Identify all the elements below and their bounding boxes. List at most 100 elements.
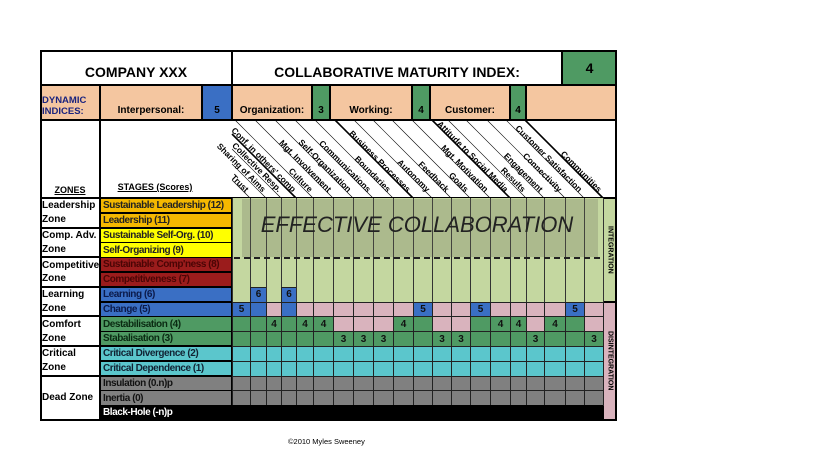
grid-cell <box>490 301 511 318</box>
disintegration-label: DISINTEGRATION <box>603 302 617 420</box>
grid-cell <box>565 331 585 347</box>
grid-cell <box>451 375 471 392</box>
grid-cell <box>470 316 491 333</box>
grid-cell <box>451 257 471 273</box>
score-cell: 4 <box>393 316 414 333</box>
zone-label-line: Zone <box>42 362 66 374</box>
grid-cell <box>510 257 527 273</box>
grid-cell <box>373 301 394 318</box>
grid-cell <box>510 375 527 392</box>
stage-row-label: Competitiveness (7) <box>100 272 232 288</box>
stage-row-label: Insulation (0.n)p <box>100 375 232 391</box>
grid-cell <box>266 301 282 318</box>
grid-cell <box>565 346 585 362</box>
grid-cell <box>232 360 251 377</box>
grid-cell <box>266 286 282 303</box>
grid-cell <box>281 346 297 362</box>
grid-cell <box>296 257 314 273</box>
grid-cell <box>490 346 511 362</box>
stage-row-label: Sustainable Comp'ness (8) <box>100 257 232 273</box>
score-cell: 4 <box>510 316 527 333</box>
grid-cell <box>266 360 282 377</box>
grid-cell <box>544 272 566 288</box>
score-cell: 4 <box>490 316 511 333</box>
grid-cell <box>313 286 334 303</box>
grid-cell <box>393 390 414 407</box>
grid-cell <box>250 375 267 392</box>
criteria-divider <box>231 163 267 199</box>
grid-cell <box>584 286 604 303</box>
grid-cell <box>232 375 251 392</box>
customer-value: 4 <box>510 85 526 120</box>
organization-value: 3 <box>312 85 330 120</box>
grid-cell <box>451 301 471 318</box>
grid-cell <box>232 286 251 303</box>
stage-row-label: Learning (6) <box>100 286 232 303</box>
score-cell: 3 <box>432 331 452 347</box>
stage-row-label: Stabalisation (3) <box>100 331 232 347</box>
grid-cell <box>250 346 267 362</box>
grid-cell <box>470 375 491 392</box>
grid-cell <box>451 390 471 407</box>
grid-cell <box>470 257 491 273</box>
criteria-divider <box>231 133 297 199</box>
zone-label-line: Zone <box>42 332 66 344</box>
grid-cell <box>333 375 354 392</box>
stage-row-label: Black-Hole (-n)p <box>100 405 603 421</box>
grid-cell <box>353 360 374 377</box>
grid-cell <box>526 346 545 362</box>
grid-cell <box>250 331 267 347</box>
grid-cell <box>296 331 314 347</box>
zone-label-line: Learning <box>42 289 85 301</box>
grid-cell <box>544 331 566 347</box>
grid-cell <box>584 257 604 273</box>
grid-cell <box>296 301 314 318</box>
grid-cell <box>313 360 334 377</box>
score-cell: 3 <box>451 331 471 347</box>
grid-cell <box>432 257 452 273</box>
grid-cell <box>584 316 604 333</box>
grid-cell <box>584 242 604 259</box>
grid-cell <box>432 360 452 377</box>
grid-cell <box>544 346 566 362</box>
grid-cell <box>470 390 491 407</box>
grid-cell <box>313 301 334 318</box>
score-cell: 3 <box>584 331 604 347</box>
grid-cell <box>313 257 334 273</box>
grid-cell <box>451 316 471 333</box>
grid-cell <box>353 286 374 303</box>
grid-cell <box>353 316 374 333</box>
stage-row-label: Leadership (11) <box>100 212 232 229</box>
score-cell: 4 <box>296 316 314 333</box>
grid-cell <box>584 301 604 318</box>
zone-label-line: Dead Zone <box>42 392 94 404</box>
grid-cell <box>313 375 334 392</box>
score-cell: 6 <box>281 286 297 303</box>
grid-cell <box>544 375 566 392</box>
grid-cell <box>250 316 267 333</box>
zone-label-line: Comp. Adv. <box>42 229 97 241</box>
zone-label: Comp. Adv.Zone <box>40 227 100 258</box>
grid-cell <box>565 316 585 333</box>
grid-cell <box>266 272 282 288</box>
grid-cell <box>281 316 297 333</box>
working-value: 4 <box>412 85 430 120</box>
dynamic-filler <box>526 85 617 120</box>
grid-cell <box>313 331 334 347</box>
score-cell: 3 <box>333 331 354 347</box>
grid-cell <box>373 316 394 333</box>
criteria-divider <box>431 119 511 199</box>
grid-cell <box>393 257 414 273</box>
criteria-divider <box>254 119 334 199</box>
score-cell: 6 <box>250 286 267 303</box>
stage-row-label: Sustainable Self-Org. (10) <box>100 227 232 243</box>
zone-label-line: Zone <box>42 214 66 226</box>
grid-cell <box>250 390 267 407</box>
grid-cell <box>232 331 251 347</box>
score-cell: 5 <box>565 301 585 318</box>
grid-cell <box>296 375 314 392</box>
grid-cell <box>470 272 491 288</box>
grid-cell <box>490 390 511 407</box>
score-cell: 5 <box>232 301 251 318</box>
organization-label: Organization: <box>232 85 312 120</box>
